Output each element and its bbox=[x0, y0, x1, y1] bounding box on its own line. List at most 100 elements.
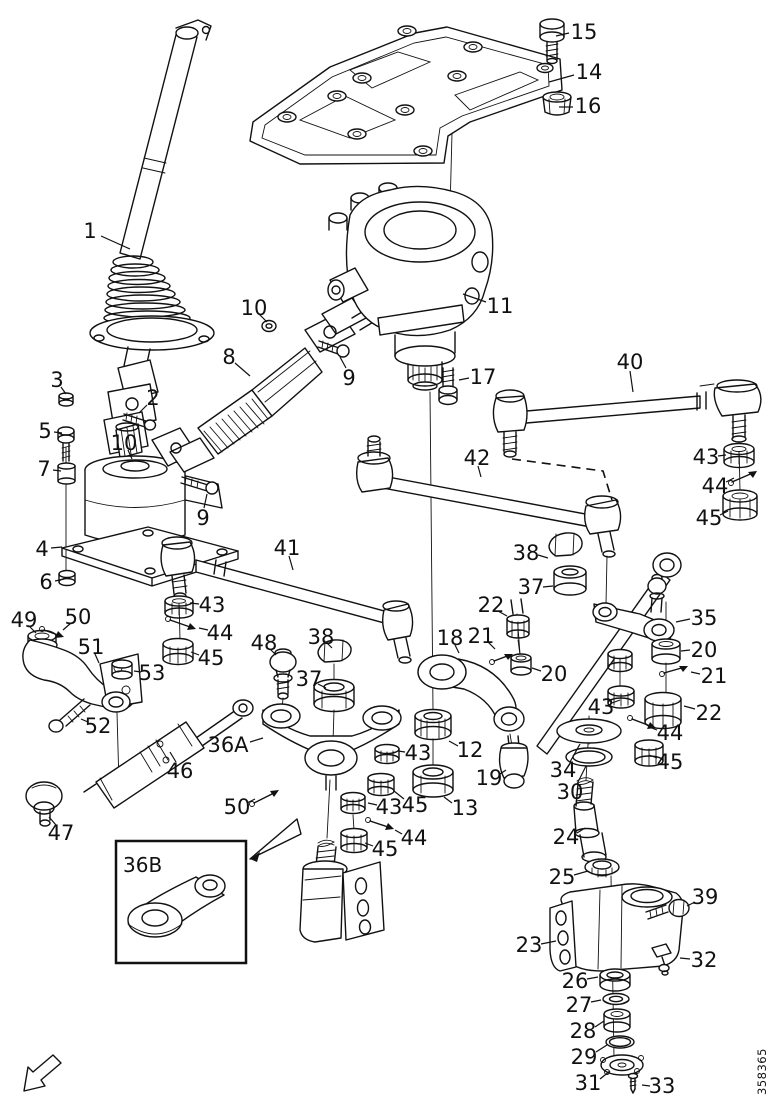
leader-line-41 bbox=[288, 555, 294, 571]
callout-15: 15 bbox=[571, 20, 598, 44]
castle-nut-43-tie-rod bbox=[164, 595, 194, 619]
bolt-9-top bbox=[317, 340, 350, 358]
castle-nut-43-36a bbox=[340, 791, 366, 815]
leader-line-49 bbox=[29, 626, 37, 634]
inset-pointer bbox=[249, 818, 302, 862]
leader-line-15 bbox=[555, 32, 570, 37]
callout-8: 8 bbox=[222, 345, 235, 369]
callout-5: 5 bbox=[38, 419, 51, 443]
bolt-52 bbox=[48, 698, 91, 733]
leader-line-17 bbox=[458, 377, 470, 381]
leader-line-38 bbox=[326, 642, 333, 649]
leader-line-37 bbox=[542, 585, 554, 588]
washer-10-upper bbox=[261, 319, 277, 333]
callout-51: 51 bbox=[78, 635, 105, 659]
cap-22-right bbox=[644, 691, 682, 730]
ball-joint-47 bbox=[25, 781, 63, 827]
cotter-pin-50-lower bbox=[249, 790, 279, 807]
cotter-pin-21-right bbox=[659, 666, 688, 677]
leader-line-34 bbox=[569, 743, 581, 763]
leader-line-3 bbox=[60, 386, 67, 395]
leader-line-33 bbox=[641, 1084, 651, 1087]
nut-16 bbox=[542, 91, 572, 116]
leader-line-50 bbox=[62, 622, 72, 631]
callout-49: 49 bbox=[11, 608, 38, 632]
callout-38: 38 bbox=[513, 541, 540, 565]
leader-line-2 bbox=[138, 404, 148, 414]
cotter-pin-50-upper bbox=[39, 626, 64, 638]
callout-9: 9 bbox=[342, 366, 355, 390]
idler-arm-51 bbox=[22, 639, 143, 713]
kingpin-24 bbox=[573, 777, 607, 863]
callout-43: 43 bbox=[693, 445, 720, 469]
cotter-pin-44-tie-rod bbox=[165, 616, 196, 630]
stud-above-nut-20-left bbox=[510, 598, 524, 615]
leader-line-23 bbox=[540, 940, 557, 945]
callout-7: 7 bbox=[37, 457, 50, 481]
leader-line-21 bbox=[690, 671, 701, 675]
leader-line-14 bbox=[548, 74, 575, 83]
bolt-15 bbox=[539, 18, 565, 65]
steering-knuckle-left bbox=[299, 839, 385, 943]
leader-line-8 bbox=[234, 362, 251, 377]
bolt-17 bbox=[438, 367, 458, 406]
leader-line-43 bbox=[367, 802, 378, 806]
snap-ring-29 bbox=[605, 1035, 635, 1049]
leader-line-40 bbox=[629, 370, 634, 393]
leader-line-50 bbox=[246, 798, 256, 804]
bolt-9-middle bbox=[180, 476, 219, 495]
callout-32: 32 bbox=[691, 948, 718, 972]
callout-52: 52 bbox=[85, 714, 112, 738]
callout-45: 45 bbox=[372, 837, 399, 861]
callout-35: 35 bbox=[691, 606, 718, 630]
leader-line-45 bbox=[364, 842, 374, 847]
leader-line-20 bbox=[531, 667, 542, 672]
callout-37: 37 bbox=[296, 667, 323, 691]
castle-nut-43-small bbox=[374, 743, 400, 765]
leader-line-19 bbox=[499, 769, 507, 775]
ball-stud-48 bbox=[269, 648, 297, 700]
callout-6: 6 bbox=[39, 570, 52, 594]
leader-line-22 bbox=[683, 705, 696, 710]
leader-line-36A bbox=[249, 737, 264, 743]
leader-line-39 bbox=[686, 901, 696, 907]
callout-19: 19 bbox=[476, 766, 503, 790]
leader-line-22 bbox=[497, 610, 508, 617]
inset-box-36b: 36B bbox=[114, 839, 248, 965]
leader-line-31 bbox=[599, 1070, 611, 1080]
leader-line-24 bbox=[576, 827, 586, 834]
leader-line-48 bbox=[269, 648, 277, 656]
callout-14: 14 bbox=[576, 60, 603, 84]
leader-line-5 bbox=[53, 431, 63, 434]
callout-50: 50 bbox=[65, 605, 92, 629]
castle-nut-43-right bbox=[723, 442, 755, 469]
nut-53 bbox=[111, 659, 133, 680]
leader-line-11 bbox=[462, 293, 487, 303]
callout-34: 34 bbox=[550, 758, 577, 782]
mounting-bracket bbox=[249, 18, 572, 165]
ball-joint-19 bbox=[498, 735, 529, 789]
leader-line-37 bbox=[317, 683, 327, 689]
leader-line-44 bbox=[648, 726, 658, 731]
callout-43: 43 bbox=[588, 695, 615, 719]
cap-45-36a-lower bbox=[340, 827, 368, 854]
washer-34 bbox=[556, 718, 622, 744]
leader-line-10 bbox=[258, 313, 268, 323]
leader-line-43 bbox=[397, 750, 406, 753]
leader-line-53 bbox=[133, 670, 142, 673]
leader-line-43 bbox=[189, 602, 200, 605]
callout-47: 47 bbox=[48, 821, 75, 845]
leader-line-9 bbox=[339, 356, 347, 369]
spacer-7 bbox=[57, 462, 76, 485]
steering-gearbox bbox=[327, 182, 494, 406]
callout-26: 26 bbox=[562, 969, 589, 993]
leader-line-27 bbox=[590, 999, 602, 1003]
callout-39: 39 bbox=[692, 885, 719, 909]
callout-40: 40 bbox=[617, 350, 644, 374]
drag-link-40 bbox=[492, 379, 762, 521]
cap-22-upper bbox=[506, 614, 530, 639]
leader-line-10 bbox=[127, 449, 133, 460]
leader-line-4 bbox=[50, 546, 63, 549]
drag-link-42 bbox=[355, 435, 622, 558]
